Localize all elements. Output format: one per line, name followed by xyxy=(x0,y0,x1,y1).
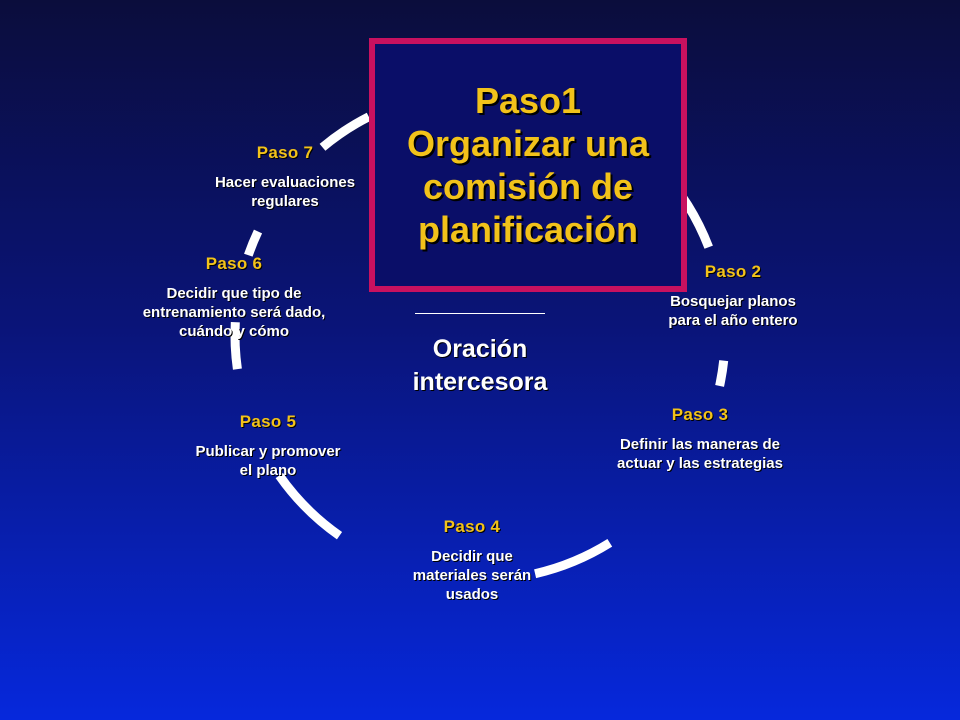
step-2-line-1: Bosquejar planos xyxy=(670,293,796,310)
step-7-line-1: Hacer evaluaciones xyxy=(214,174,356,191)
cycle-arc-left-upper xyxy=(244,229,263,257)
cycle-arc-bottom-right xyxy=(534,538,613,579)
callout-line-4: planificación xyxy=(417,209,639,250)
step-7-title: Paso 7 xyxy=(256,143,314,162)
step-6-line-1: Decidir que tipo de xyxy=(166,285,302,302)
step-7-line-2: regulares xyxy=(251,193,319,210)
callout-line-3: comisión de xyxy=(422,166,634,207)
center-line-1: Oración xyxy=(432,335,528,363)
center-divider xyxy=(415,313,545,314)
center-label: Oración intercesora xyxy=(413,333,548,399)
step-1-callout-text: Paso1 Organizar una comisión de planific… xyxy=(407,79,649,251)
step-2-line-2: para el año entero xyxy=(668,312,798,329)
step-4-line-2: materiales serán xyxy=(412,567,532,584)
step-7-text: Hacer evaluaciones regulares xyxy=(215,173,355,211)
callout-line-2: Organizar una xyxy=(406,123,650,164)
cycle-arc-top-left xyxy=(319,112,371,151)
step-3: Paso 3 Definir las maneras de actuar y l… xyxy=(617,405,783,473)
step-4-line-3: usados xyxy=(445,586,499,603)
step-5: Paso 5 Publicar y promover el plano xyxy=(195,412,340,480)
step-4-text: Decidir que materiales serán usados xyxy=(413,547,531,604)
step-5-line-2: el plano xyxy=(239,462,297,479)
step-6-line-2: entrenamiento será dado, xyxy=(142,304,326,321)
step-3-title: Paso 3 xyxy=(671,405,729,424)
step-3-line-1: Definir las maneras de xyxy=(619,436,781,453)
step-4-line-1: Decidir que xyxy=(431,548,513,565)
step-6: Paso 6 Decidir que tipo de entrenamiento… xyxy=(143,254,326,341)
step-5-line-1: Publicar y promover xyxy=(195,443,341,460)
step-5-text: Publicar y promover el plano xyxy=(195,442,340,480)
step-4-title: Paso 4 xyxy=(443,517,501,536)
step-7: Paso 7 Hacer evaluaciones regulares xyxy=(215,143,355,211)
step-3-line-2: actuar y las estrategias xyxy=(617,455,783,472)
cycle-arc-left-lower xyxy=(230,321,242,370)
center-line-2: intercesora xyxy=(412,368,548,396)
cycle-arc-bottom-left xyxy=(275,472,343,540)
callout-line-1: Paso1 xyxy=(474,80,582,121)
step-2: Paso 2 Bosquejar planos para el año ente… xyxy=(668,262,797,330)
step-5-title: Paso 5 xyxy=(239,412,297,431)
step-6-line-3: cuándo y cómo xyxy=(178,323,290,340)
cycle-arc-right-lower xyxy=(715,360,729,387)
step-2-title: Paso 2 xyxy=(704,262,762,281)
step-1-callout: Paso1 Organizar una comisión de planific… xyxy=(369,38,687,292)
step-3-text: Definir las maneras de actuar y las estr… xyxy=(617,435,783,473)
step-6-title: Paso 6 xyxy=(205,254,263,273)
step-6-text: Decidir que tipo de entrenamiento será d… xyxy=(143,284,326,341)
step-4: Paso 4 Decidir que materiales serán usad… xyxy=(413,517,531,604)
step-2-text: Bosquejar planos para el año entero xyxy=(668,292,797,330)
